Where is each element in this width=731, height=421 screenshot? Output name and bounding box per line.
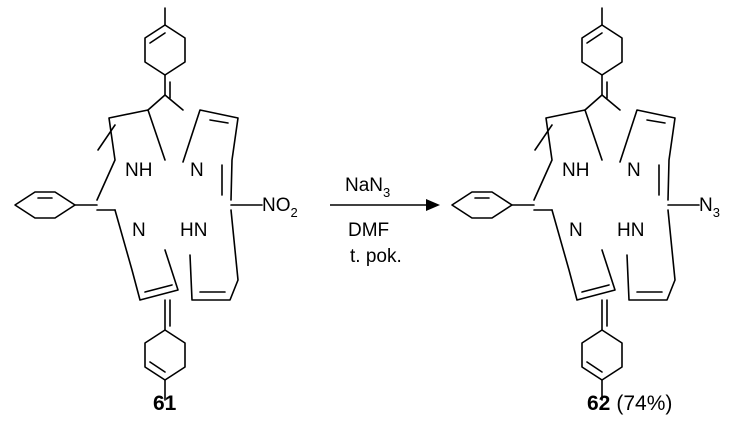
azide-base: N: [699, 195, 713, 216]
product-yield: (74%): [616, 392, 672, 415]
sm-label-nh: NH: [125, 160, 152, 181]
azide-group: N3: [699, 195, 720, 220]
product-caption: 62 (74%): [587, 392, 672, 415]
reaction-conditions: NaN3 DMF t. pok.: [330, 175, 440, 267]
sm-label-hn: HN: [180, 220, 207, 241]
sm-label-n-upper: N: [190, 160, 204, 181]
product-label-n-lower: N: [569, 220, 583, 241]
reagent-base: NaN: [345, 175, 383, 196]
reaction-arrow-head: [426, 199, 440, 211]
product-label-nh: NH: [562, 160, 589, 181]
starting-material-61: NH N N HN NO2 61: [14, 7, 298, 415]
nitro-base: NO: [262, 195, 291, 216]
compound-number-62: 62: [587, 392, 610, 415]
temperature-condition: t. pok.: [350, 246, 402, 267]
product-label-n-upper: N: [627, 160, 641, 181]
sm-label-n-lower: N: [132, 220, 146, 241]
nitro-subscript: 2: [291, 205, 298, 220]
porphyrin-skeleton-62: [451, 7, 700, 401]
product-62: NH N N HN N3 62(74%): [451, 7, 720, 415]
product-label-hn: HN: [617, 220, 644, 241]
reagent-nan3: NaN3: [345, 175, 390, 200]
reagent-subscript: 3: [383, 185, 390, 200]
porphyrin-skeleton-61: [14, 7, 263, 401]
solvent-dmf: DMF: [348, 220, 389, 241]
azide-subscript: 3: [713, 205, 720, 220]
nitro-group: NO2: [262, 195, 298, 220]
compound-number-61: 61: [153, 392, 177, 415]
